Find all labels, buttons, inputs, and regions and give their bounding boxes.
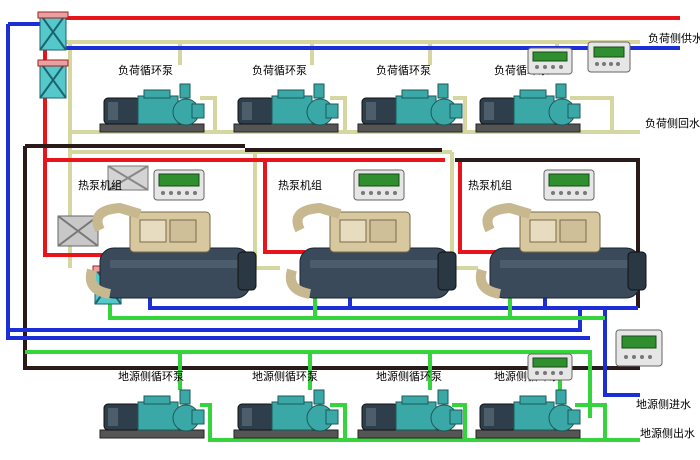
pump[interactable]: 负荷循环泵 bbox=[475, 47, 581, 133]
heat-pump-label: 热泵机组 bbox=[78, 178, 122, 192]
heat-pump-label: 热泵机组 bbox=[278, 178, 322, 192]
valve-gray[interactable] bbox=[57, 215, 99, 247]
hot-supply-pipes bbox=[40, 16, 680, 257]
ground-out-label: 地源侧出水 bbox=[640, 426, 695, 440]
valve[interactable] bbox=[37, 59, 69, 99]
pump[interactable]: 负荷循环泵 bbox=[233, 63, 339, 133]
pump[interactable]: 地源侧循环泵 bbox=[357, 369, 463, 439]
pump[interactable]: 地源侧循环泵 bbox=[475, 353, 581, 439]
valve-gray[interactable] bbox=[107, 165, 149, 191]
ground-pump-row: 地源侧循环泵 地源侧循环泵 地源侧循环泵 地源侧循环泵 bbox=[99, 353, 581, 439]
pump-label: 地源侧循环泵 bbox=[376, 369, 442, 383]
pump[interactable]: 地源侧循环泵 bbox=[99, 369, 205, 439]
unit-controller[interactable] bbox=[153, 169, 205, 201]
pump[interactable]: 地源侧循环泵 bbox=[233, 369, 339, 439]
ground-in-label: 地源侧进水 bbox=[636, 397, 691, 411]
pump-label: 负荷循环泵 bbox=[118, 63, 173, 77]
controller-panel[interactable] bbox=[615, 329, 663, 367]
heat-pump-unit[interactable]: 热泵机组 bbox=[468, 169, 647, 299]
pump-label: 地源侧循环泵 bbox=[118, 369, 184, 383]
pump[interactable]: 负荷循环泵 bbox=[99, 63, 205, 133]
load-return-label: 负荷侧回水 bbox=[645, 116, 700, 130]
unit-controller[interactable] bbox=[543, 169, 595, 201]
heat-pump-row: 热泵机组 热泵机组 热泵机组 bbox=[78, 169, 647, 299]
heat-pump-unit[interactable]: 热泵机组 bbox=[78, 169, 257, 299]
controller-panel[interactable] bbox=[527, 353, 573, 381]
load-pump-row: 负荷循环泵 负荷循环泵 负荷循环泵 负荷循环泵 bbox=[99, 47, 581, 133]
controller-panel[interactable] bbox=[587, 41, 631, 73]
valve[interactable] bbox=[37, 11, 69, 51]
pump-label: 负荷循环泵 bbox=[252, 63, 307, 77]
pump-label: 地源侧循环泵 bbox=[252, 369, 318, 383]
pump[interactable]: 负荷循环泵 bbox=[357, 63, 463, 133]
heat-pump-label: 热泵机组 bbox=[468, 178, 512, 192]
pump-label: 负荷循环泵 bbox=[376, 63, 431, 77]
unit-controller[interactable] bbox=[353, 169, 405, 201]
heat-pump-unit[interactable]: 热泵机组 bbox=[278, 169, 457, 299]
controller-panel[interactable] bbox=[527, 47, 573, 75]
load-supply-label: 负荷侧供水 bbox=[648, 31, 700, 45]
